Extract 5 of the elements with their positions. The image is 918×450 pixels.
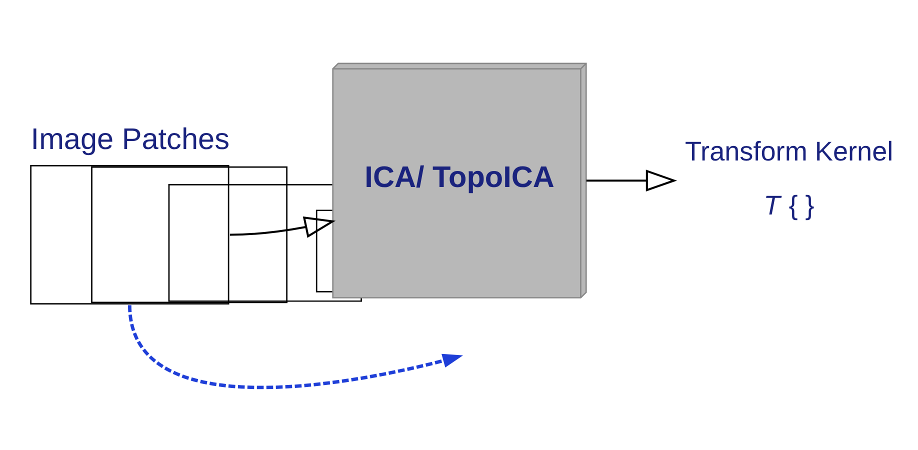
arrow [128,304,463,389]
arrow [229,216,336,238]
node-label: Image Patches [30,122,229,156]
node-text: Transform Kernel T { } [684,134,893,220]
arrow [586,169,677,191]
